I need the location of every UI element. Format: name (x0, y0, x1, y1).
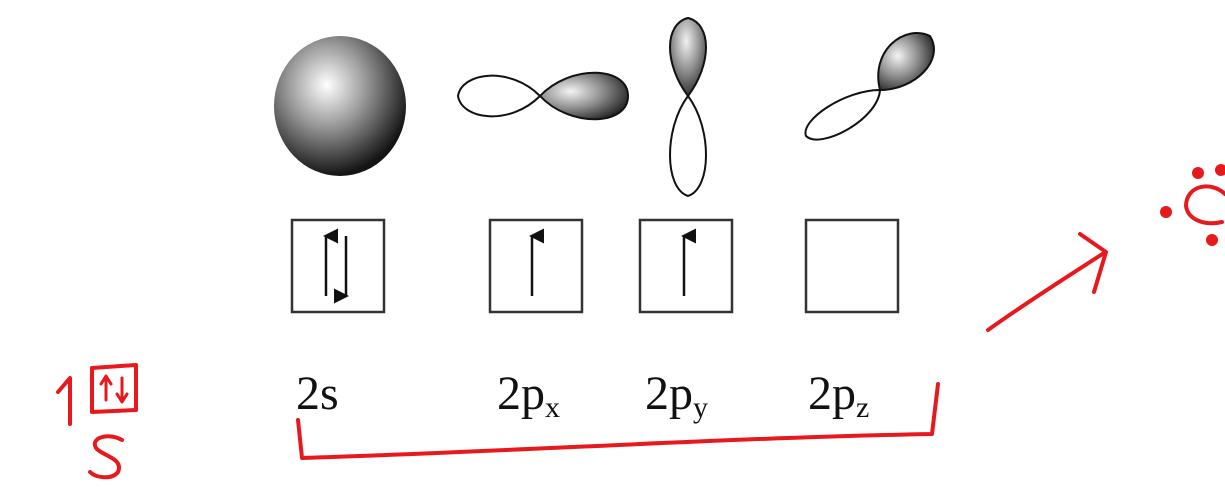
red-left-box (90, 363, 138, 414)
py-orbital-shape (669, 16, 707, 198)
red-small-up-arrow (99, 374, 113, 402)
red-electron-dot (1215, 164, 1225, 176)
red-electron-dot (1192, 167, 1204, 179)
orbital-box-2pz (804, 218, 900, 314)
red-electron-dot (1206, 234, 1218, 246)
orbital-box-2px (488, 218, 584, 314)
red-electron-dot (1160, 206, 1172, 218)
pz-orbital-shape (804, 32, 935, 141)
label-2s: 2s (296, 367, 339, 420)
s-orbital-sphere (274, 36, 406, 176)
orbital-box-2py (638, 218, 734, 314)
label-2pz: 2pz (808, 367, 870, 424)
orbital-box-2s (290, 218, 386, 314)
red-number-one (56, 376, 72, 426)
px-orbital-shape (456, 71, 630, 121)
red-letter-s (88, 434, 124, 480)
label-2px: 2px (497, 367, 560, 424)
red-bracket (296, 382, 940, 460)
red-partial-carbon (1184, 184, 1225, 226)
red-small-down-arrow (115, 376, 129, 404)
red-arrow (986, 232, 1108, 332)
label-2py: 2py (645, 367, 708, 424)
